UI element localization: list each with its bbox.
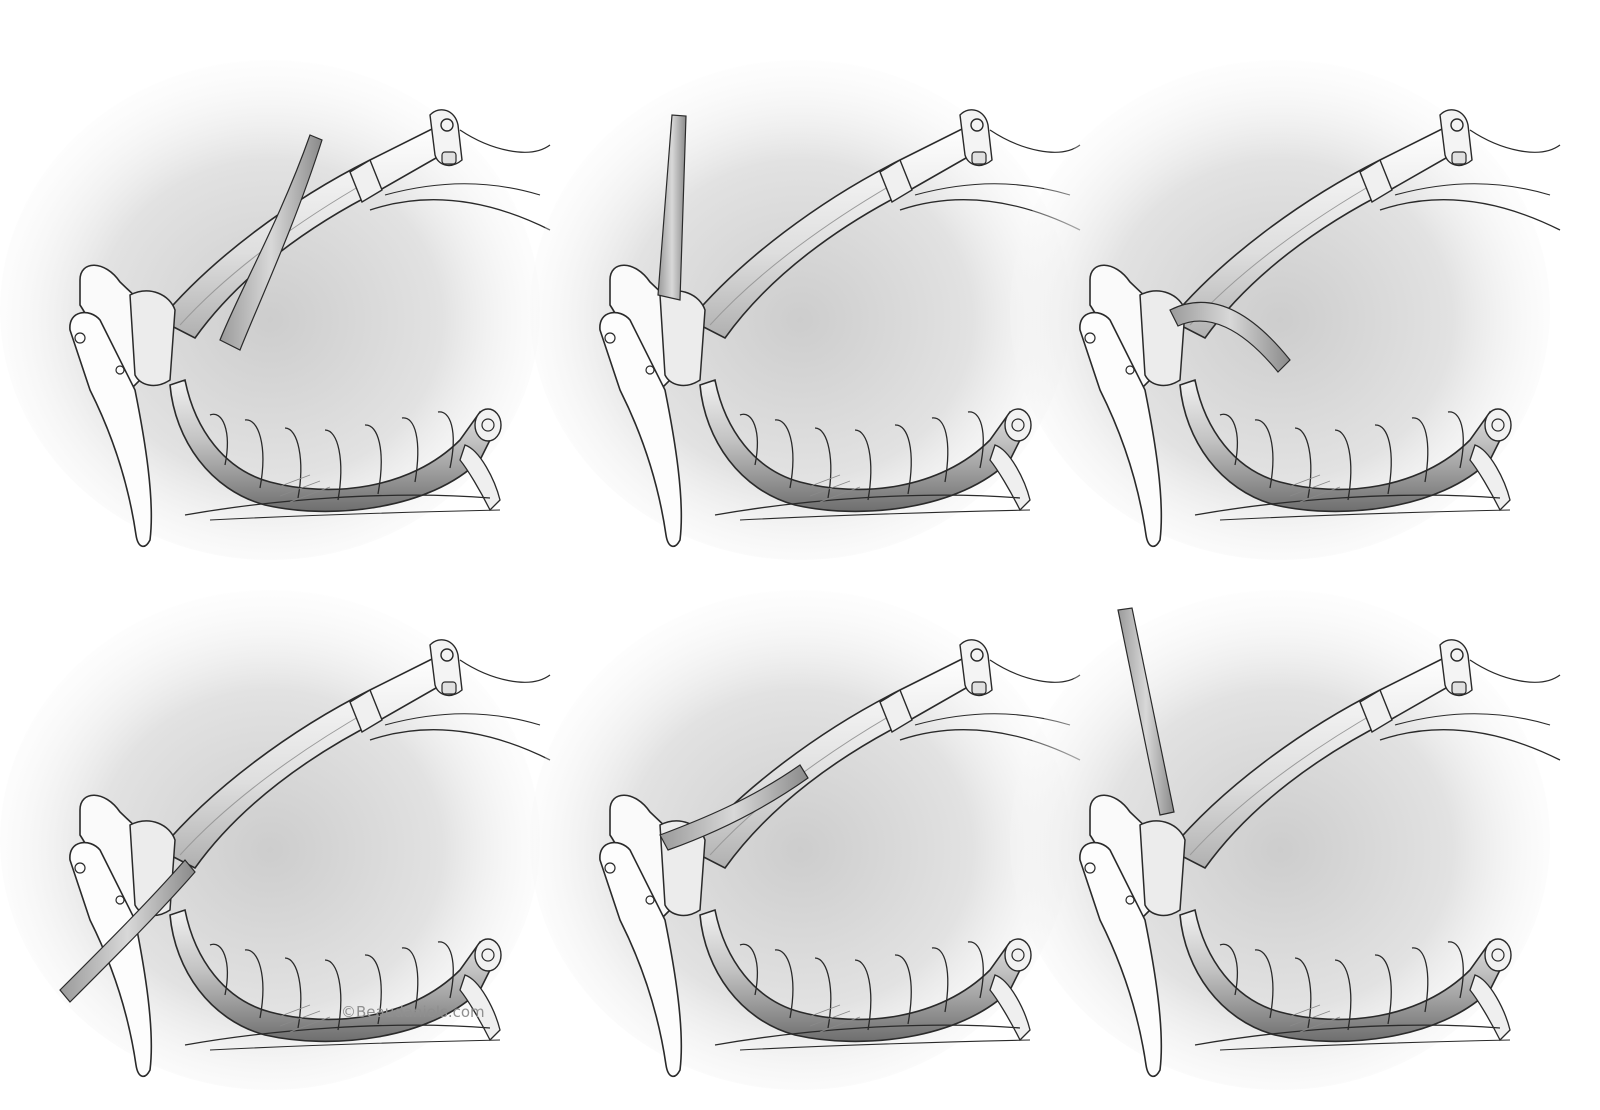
- panel-1: [0, 59, 551, 561]
- loose-tape-end: [59, 859, 196, 1003]
- loose-tape-end: [1117, 607, 1175, 816]
- loose-tape-end: [657, 114, 687, 301]
- copyright-credit: ©Beaudaniels.com: [341, 1003, 485, 1021]
- loose-tape-end: [1169, 301, 1291, 373]
- panel-4: [0, 589, 551, 1091]
- panel-5: [529, 589, 1081, 1091]
- panel-3: [1009, 59, 1561, 561]
- loose-tape-end: [219, 134, 323, 351]
- panel-6: [1009, 589, 1561, 1091]
- loose-tape-end: [659, 764, 809, 851]
- panel-2: [529, 59, 1081, 561]
